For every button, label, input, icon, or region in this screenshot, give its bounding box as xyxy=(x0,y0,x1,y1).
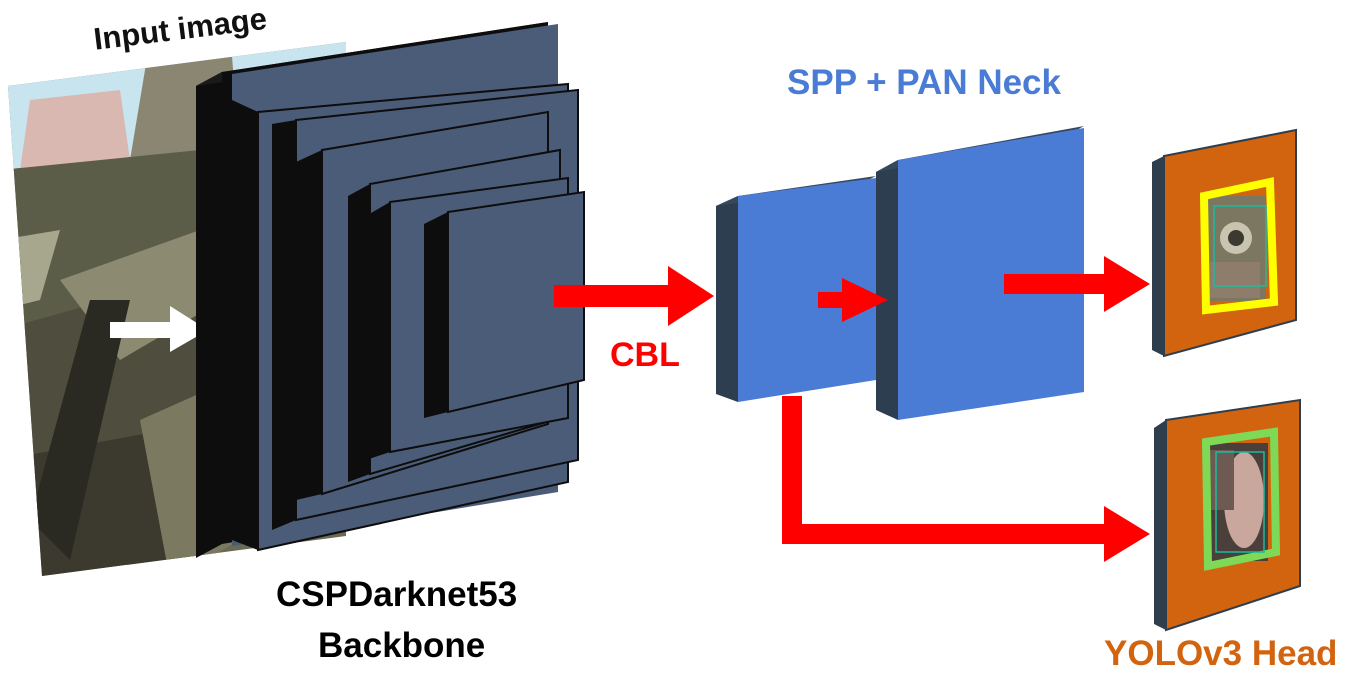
neck-block-2 xyxy=(876,126,1084,420)
flow-arrows xyxy=(554,256,1150,562)
backbone-layer-7 xyxy=(424,190,585,418)
arrow-neck-internal xyxy=(818,278,888,322)
detection-box-yellow xyxy=(1199,177,1279,315)
head-block-1 xyxy=(1152,128,1297,358)
arrow-backbone-to-neck xyxy=(554,266,714,326)
neck-block-1 xyxy=(716,176,876,402)
detection-box-green xyxy=(1201,427,1281,571)
arrow-neck-to-head-1 xyxy=(1004,256,1150,312)
head-label: YOLOv3 Head xyxy=(1104,634,1338,673)
cbl-label: CBL xyxy=(610,336,680,374)
backbone-name-label: CSPDarknet53 xyxy=(276,575,518,614)
neck-label: SPP + PAN Neck xyxy=(787,63,1061,102)
arrow-neck-to-head-2 xyxy=(782,396,1150,562)
backbone-stack xyxy=(196,22,585,558)
head-block-2 xyxy=(1154,398,1301,632)
input-arrow-icon xyxy=(110,306,208,352)
backbone-sub-label: Backbone xyxy=(318,626,486,665)
